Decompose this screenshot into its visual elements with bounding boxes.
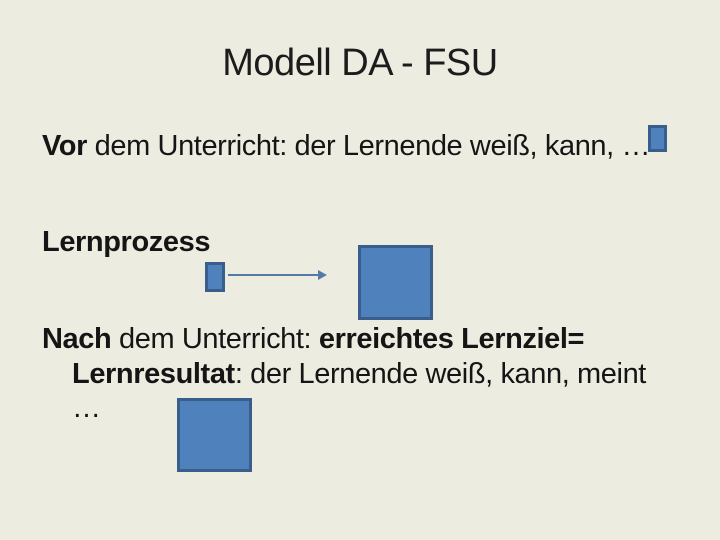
before-unterricht-bold-lead: Vor (42, 130, 87, 162)
after-unterricht-bold-lead: Nach (42, 323, 112, 355)
slide-title: Modell DA - FSU (222, 42, 498, 84)
lernresultat-regular: : der Lernende weiß, kann, meint (234, 358, 647, 390)
after-unterricht-text-line3-ellipsis: … (72, 392, 101, 424)
after-unterricht-text-line2: Lernresultat: der Lernende weiß, kann, m… (72, 357, 646, 391)
lernprozess-label: Lernprozess (42, 226, 211, 258)
after-unterricht-regular: dem Unterricht: (111, 323, 319, 355)
lernresultat-bold: Lernresultat (72, 358, 235, 390)
process-arrow (228, 268, 327, 282)
small-blue-square-before (648, 125, 667, 152)
before-unterricht-text: Vor dem Unterricht: der Lernende weiß, k… (42, 129, 650, 163)
large-blue-square-process-end (358, 245, 433, 320)
after-unterricht-bold-lernziel: erreichtes Lernziel= (318, 323, 585, 355)
process-arrow-head-icon (318, 270, 327, 280)
small-blue-square-process-start (205, 262, 225, 292)
before-unterricht-rest: dem Unterricht: der Lernende weiß, kann,… (87, 130, 651, 162)
large-blue-square-result (177, 398, 252, 472)
process-arrow-line (228, 274, 319, 276)
after-unterricht-text-line1: Nach dem Unterricht: erreichtes Lernziel… (42, 322, 585, 356)
